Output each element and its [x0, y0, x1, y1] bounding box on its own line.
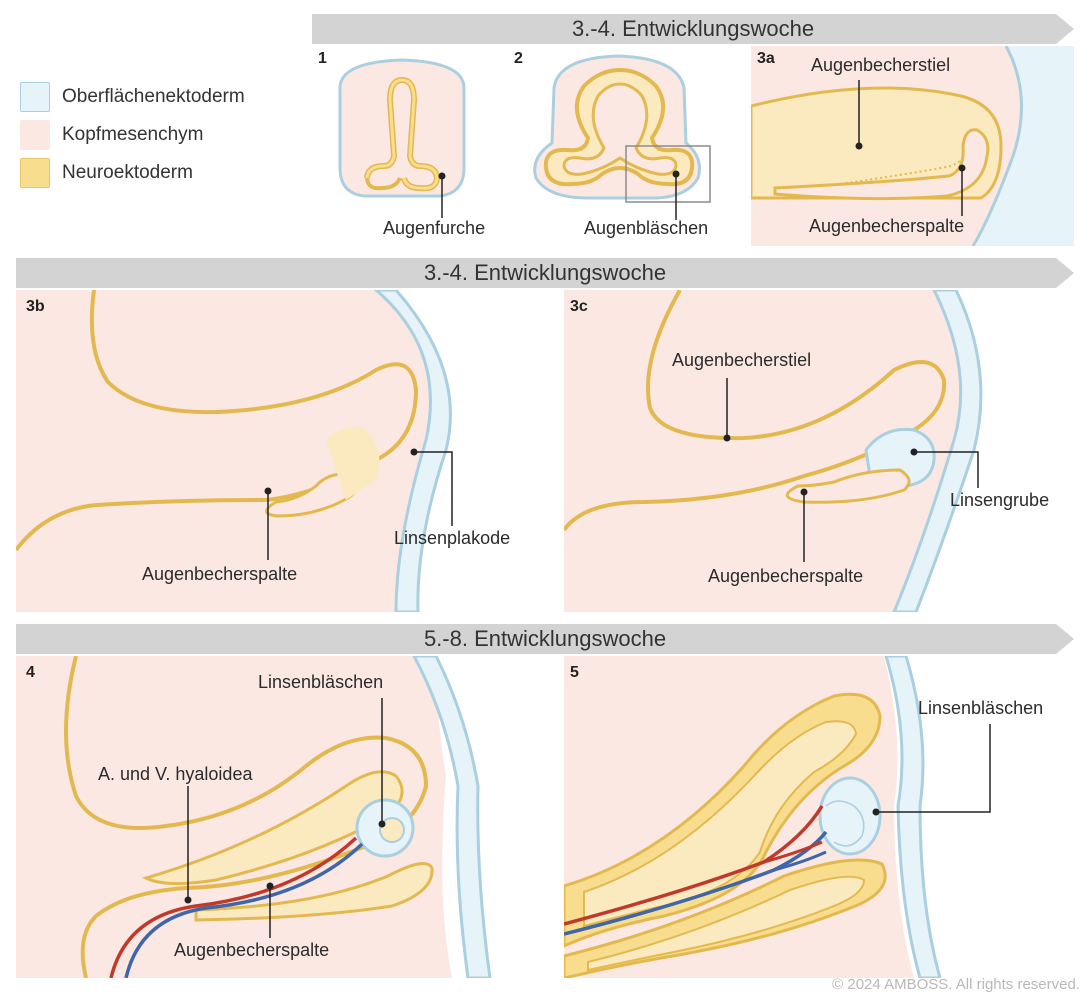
panel-number: 1 [318, 50, 327, 67]
label-augenbecherstiel: Augenbecherstiel [811, 55, 951, 75]
neural-groove-illustration [338, 58, 466, 218]
lens-pit-illustration [564, 290, 983, 612]
panel-number: 3c [570, 298, 588, 315]
legend-item-surface-ectoderm: Oberflächenektoderm [20, 78, 245, 116]
banner-middle-text: 3.-4. Entwicklungswoche [423, 260, 667, 285]
panel-1: 1 Augenfurche [312, 48, 492, 248]
copyright-notice: © 2024 AMBOSS. All rights reserved. [832, 976, 1080, 993]
legend-swatch [20, 158, 50, 188]
panel-4: 4 Linsenbläschen A. und V. hyaloidea Aug… [16, 656, 546, 978]
optic-cup-lens-illustration [564, 656, 991, 978]
label-augenblaeschen: Augenbläschen [584, 218, 709, 238]
legend: Oberflächenektoderm Kopfmesenchym Neuroe… [20, 78, 245, 192]
label-augenbecherspalte: Augenbecherspalte [708, 566, 864, 586]
panel-number: 3b [26, 298, 45, 315]
panel-number: 2 [514, 50, 523, 67]
label-linsenblaeschen: Linsenbläschen [918, 698, 1044, 718]
label-augenfurche: Augenfurche [383, 218, 486, 238]
panel-5: 5 Linsenbläschen [564, 656, 1074, 978]
legend-label: Neuroektoderm [62, 162, 193, 183]
optic-cup-stalk-illustration [751, 46, 1074, 246]
legend-label: Kopfmesenchym [62, 124, 204, 145]
banner-arrow-shape [312, 14, 1074, 44]
lens-vesicle-illustration [16, 656, 492, 978]
banner-top-text: 3.-4. Entwicklungswoche [571, 16, 815, 41]
legend-item-neuroectoderm: Neuroektoderm [20, 154, 245, 192]
panel-3b: 3b Augenbecherspalte Linsenplakode [16, 290, 546, 612]
optic-vesicle-illustration [533, 54, 711, 220]
label-linsenplakode: Linsenplakode [394, 528, 511, 548]
label-augenbecherstiel: Augenbecherstiel [672, 350, 812, 370]
panel-number: 5 [570, 664, 579, 681]
banner-bottom-text: 5.-8. Entwicklungswoche [423, 626, 667, 651]
banner-top: 3.-4. Entwicklungswoche [312, 14, 1074, 44]
panel-number: 3a [757, 50, 775, 67]
panel-3a: 3a Augenbecherstiel Augenbecherspalte [751, 46, 1074, 246]
panel-number: 4 [26, 664, 35, 681]
panel-3c: 3c Augenbecherstiel Linsengrube Augenbec… [564, 290, 1074, 612]
label-augenbecherspalte: Augenbecherspalte [809, 216, 965, 236]
banner-bottom: 5.-8. Entwicklungswoche [16, 624, 1074, 654]
label-hyaloid-vessels: A. und V. hyaloidea [98, 764, 253, 784]
label-linsengrube: Linsengrube [950, 490, 1050, 510]
banner-arrow-shape [16, 624, 1074, 654]
label-augenbecherspalte: Augenbecherspalte [174, 940, 330, 960]
banner-arrow-shape [16, 258, 1074, 288]
panel-2: 2 Augenbläschen [508, 48, 730, 248]
label-augenbecherspalte: Augenbecherspalte [142, 564, 298, 584]
legend-item-head-mesenchyme: Kopfmesenchym [20, 116, 245, 154]
lens-placode-illustration [16, 290, 453, 612]
label-linsenblaeschen: Linsenbläschen [258, 672, 384, 692]
legend-swatch [20, 120, 50, 150]
legend-swatch [20, 82, 50, 112]
legend-label: Oberflächenektoderm [62, 86, 245, 107]
banner-middle: 3.-4. Entwicklungswoche [16, 258, 1074, 288]
